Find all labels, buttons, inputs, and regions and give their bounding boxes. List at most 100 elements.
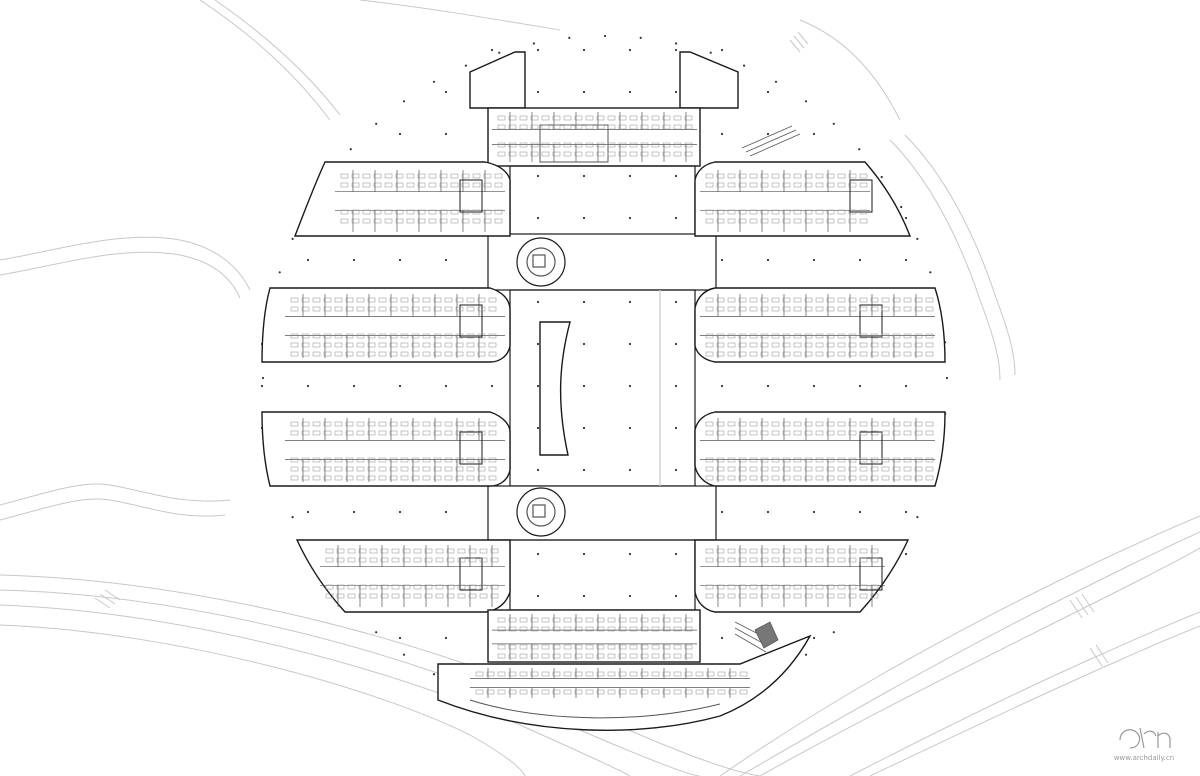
desk xyxy=(400,306,409,312)
desk xyxy=(640,644,649,650)
desk xyxy=(925,475,934,481)
column-dot xyxy=(352,258,356,262)
desk xyxy=(618,689,627,695)
desk xyxy=(727,306,736,312)
desk xyxy=(815,421,824,427)
desk xyxy=(804,430,813,436)
desk xyxy=(826,173,835,179)
desk xyxy=(367,342,376,348)
desk xyxy=(472,182,481,188)
desk xyxy=(870,593,879,599)
desk xyxy=(914,421,923,427)
desk xyxy=(716,351,725,357)
desk xyxy=(435,584,444,590)
desk xyxy=(477,342,486,348)
desk xyxy=(530,151,539,157)
desk xyxy=(727,297,736,303)
desk xyxy=(508,689,517,695)
desk xyxy=(870,584,879,590)
desk xyxy=(760,182,769,188)
desk xyxy=(903,297,912,303)
desk xyxy=(771,548,780,554)
desk xyxy=(541,151,550,157)
desk xyxy=(925,297,934,303)
desk xyxy=(727,557,736,563)
desk xyxy=(395,182,404,188)
desk xyxy=(508,671,517,677)
desk xyxy=(362,182,371,188)
column-dot xyxy=(398,510,402,514)
desk xyxy=(837,173,846,179)
desk xyxy=(411,297,420,303)
desk xyxy=(738,342,747,348)
desk xyxy=(494,182,503,188)
desk xyxy=(490,584,499,590)
desk xyxy=(477,297,486,303)
desk xyxy=(684,151,693,157)
perimeter-column-dot xyxy=(774,80,778,83)
desk xyxy=(793,557,802,563)
desk xyxy=(738,548,747,554)
desk xyxy=(881,430,890,436)
perimeter-column-dot xyxy=(675,42,678,45)
desk xyxy=(804,342,813,348)
desk xyxy=(450,182,459,188)
desk xyxy=(490,557,499,563)
perimeter-column-dot xyxy=(743,64,746,67)
desk xyxy=(705,593,714,599)
desk xyxy=(826,342,835,348)
desk xyxy=(389,351,398,357)
desk xyxy=(552,617,561,623)
desk xyxy=(749,421,758,427)
desk xyxy=(903,333,912,339)
desk xyxy=(389,475,398,481)
desk xyxy=(727,421,736,427)
desk xyxy=(815,475,824,481)
desk xyxy=(541,689,550,695)
desk xyxy=(450,173,459,179)
desk xyxy=(312,342,321,348)
desk xyxy=(472,209,481,215)
desk xyxy=(925,306,934,312)
desk xyxy=(395,218,404,224)
desk xyxy=(804,218,813,224)
desk xyxy=(541,653,550,659)
desk xyxy=(406,182,415,188)
desk xyxy=(378,306,387,312)
desk xyxy=(508,626,517,632)
desk xyxy=(290,333,299,339)
desk xyxy=(881,351,890,357)
desk xyxy=(684,124,693,130)
desk xyxy=(563,653,572,659)
desk xyxy=(793,218,802,224)
desk xyxy=(389,457,398,463)
desk xyxy=(684,671,693,677)
desk xyxy=(490,593,499,599)
desk xyxy=(466,297,475,303)
perimeter-column-dot xyxy=(375,122,378,125)
desk xyxy=(706,671,715,677)
column-dot xyxy=(352,510,356,514)
desk xyxy=(435,593,444,599)
column-dot xyxy=(398,258,402,262)
desk xyxy=(334,430,343,436)
desk xyxy=(345,306,354,312)
desk xyxy=(793,342,802,348)
desk xyxy=(413,557,422,563)
desk xyxy=(497,689,506,695)
desk xyxy=(477,430,486,436)
desk xyxy=(782,466,791,472)
desk xyxy=(848,430,857,436)
column-dot xyxy=(398,384,402,388)
desk xyxy=(497,671,506,677)
desk xyxy=(892,306,901,312)
desk xyxy=(468,584,477,590)
desk xyxy=(716,457,725,463)
column-dot xyxy=(674,90,678,94)
desk xyxy=(395,173,404,179)
desk xyxy=(367,333,376,339)
column-dot xyxy=(674,468,678,472)
desk xyxy=(662,115,671,121)
desk xyxy=(760,466,769,472)
desk xyxy=(640,626,649,632)
